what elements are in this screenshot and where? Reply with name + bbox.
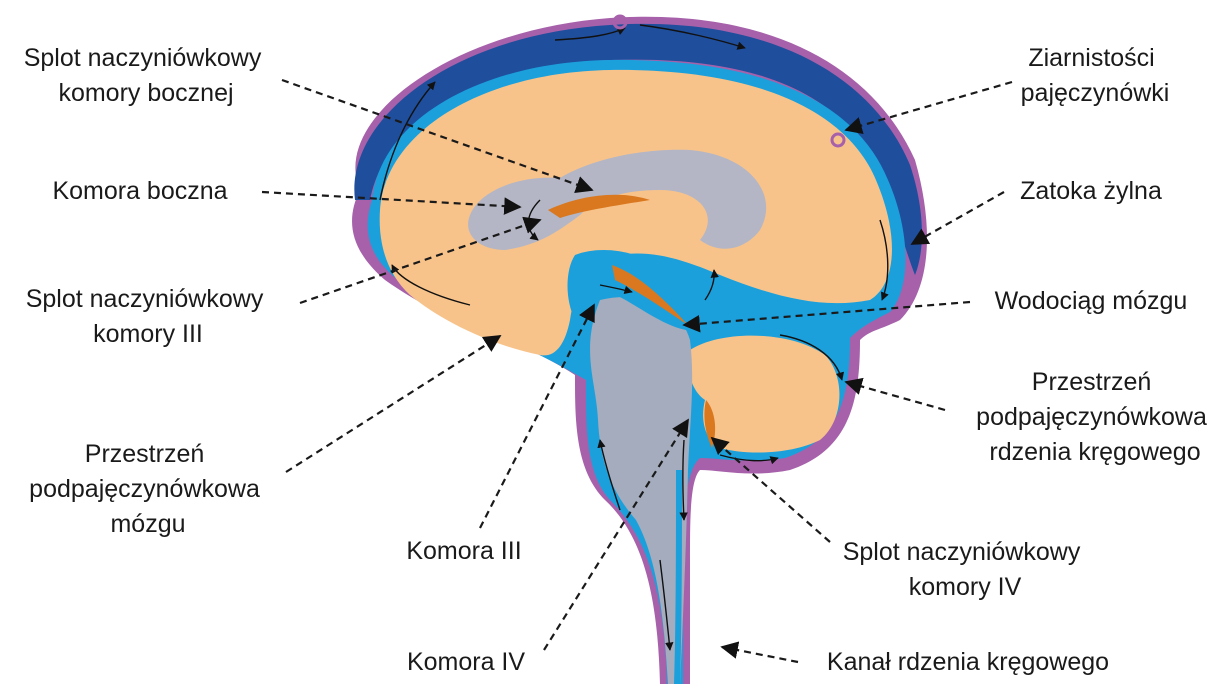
label-splot-komory-bocznej: Splot naczyniówkowy komory bocznej (24, 44, 269, 107)
label-ziarnistosci: Ziarnistości pajęczynówki (1021, 44, 1170, 107)
label-zatoka: Zatoka żylna (1020, 177, 1162, 205)
leader-przestrzen-mozgu (286, 336, 500, 472)
leader-kanal (722, 647, 798, 662)
label-splot-komory-iv: Splot naczyniówkowy komory IV (843, 538, 1088, 601)
brain-anatomy (352, 17, 927, 684)
label-komora-iii: Komora III (406, 537, 521, 565)
label-splot-komory-iii: Splot naczyniówkowy komory III (26, 285, 271, 348)
label-przestrzen-rdzenia: Przestrzeń podpajęczynówkowa rdzenia krę… (976, 368, 1214, 466)
leader-przestrzen-rdzenia (846, 382, 945, 410)
label-przestrzen-mozgu: Przestrzeń podpajęczynówkowa mózgu (29, 440, 267, 538)
label-komora-boczna: Komora boczna (52, 177, 227, 205)
label-wodociag: Wodociąg mózgu (995, 287, 1188, 315)
label-kanal: Kanał rdzenia kręgowego (827, 648, 1109, 676)
label-komora-iv: Komora IV (407, 648, 525, 676)
